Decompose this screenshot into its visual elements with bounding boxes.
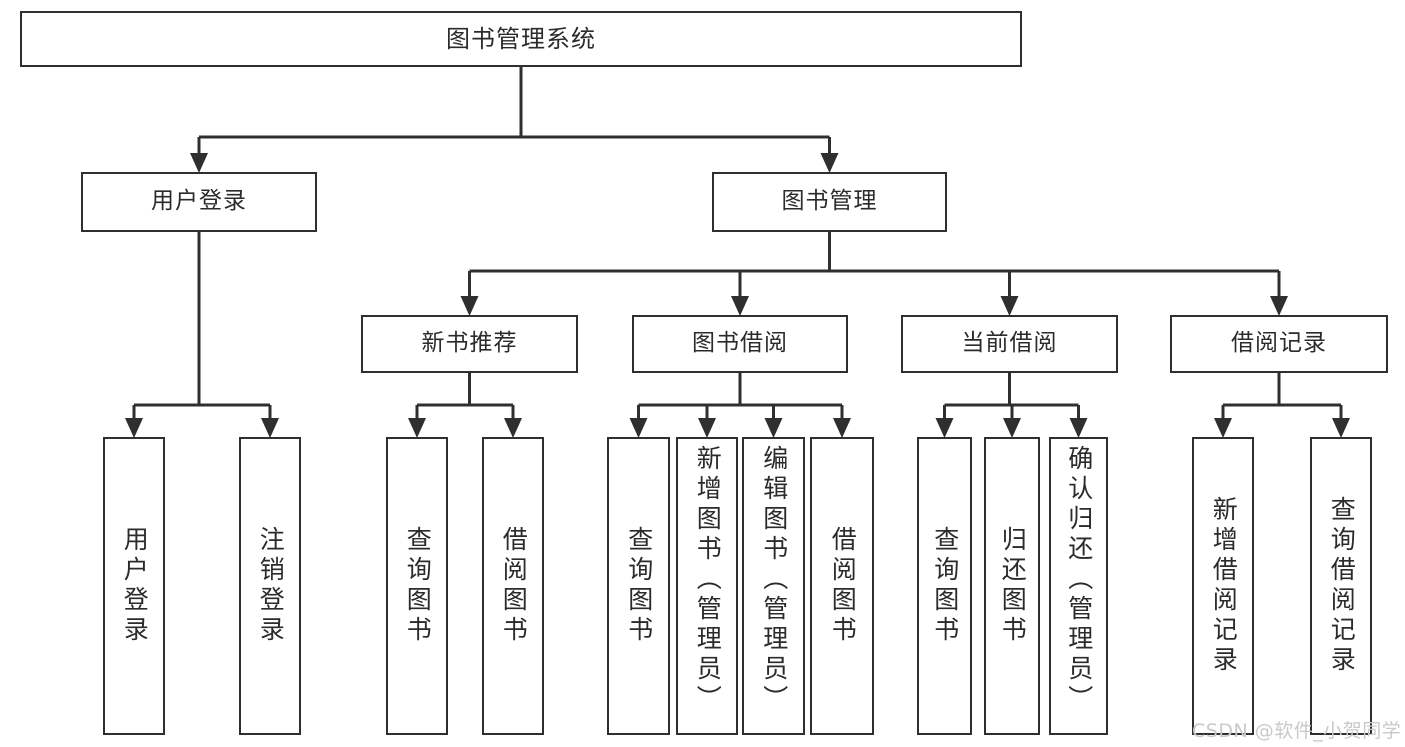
node-bookmgmt[interactable]: 图书管理 (712, 172, 947, 232)
node-label: 查询图书 (403, 526, 433, 646)
node-label: 图书管理 (781, 188, 878, 215)
node-label: 查询图书 (624, 526, 654, 646)
node-leaf-re-add[interactable]: 新增借阅记录 (1192, 437, 1254, 735)
connector-arrowhead (1270, 296, 1288, 316)
node-label: 图书借阅 (692, 330, 788, 357)
node-leaf-nb-borrow[interactable]: 借阅图书 (482, 437, 544, 735)
node-label: 注销登录 (256, 526, 286, 646)
connector-arrowhead (1003, 418, 1021, 438)
node-label: 用户登录 (120, 526, 150, 646)
connector-arrowhead (698, 418, 716, 438)
node-leaf-bo-add[interactable]: 新增图书（管理员） (676, 437, 738, 735)
connector-arrowhead (190, 153, 208, 173)
node-label: 用户登录 (151, 188, 247, 215)
node-label: 编辑图书（管理员） (759, 445, 789, 715)
node-leaf-bo-edit[interactable]: 编辑图书（管理员） (742, 437, 805, 735)
connector-arrowhead (125, 418, 143, 438)
node-leaf-nb-query[interactable]: 查询图书 (386, 437, 448, 735)
node-record[interactable]: 借阅记录 (1170, 315, 1388, 373)
node-label: 新增借阅记录 (1209, 496, 1239, 676)
node-label: 新书推荐 (421, 330, 518, 357)
connector-arrowhead (935, 418, 954, 438)
node-label: 图书管理系统 (446, 24, 596, 53)
node-leaf-bo-borrow[interactable]: 借阅图书 (810, 437, 874, 735)
node-current[interactable]: 当前借阅 (901, 315, 1118, 373)
node-leaf-cu-return[interactable]: 归还图书 (984, 437, 1040, 735)
node-leaf-re-query[interactable]: 查询借阅记录 (1310, 437, 1372, 735)
node-leaf-cu-confirm[interactable]: 确认归还（管理员） (1049, 437, 1108, 735)
connector-arrowhead (629, 418, 648, 438)
node-label: 查询图书 (930, 526, 960, 646)
node-borrow[interactable]: 图书借阅 (632, 315, 848, 373)
node-leaf-login[interactable]: 用户登录 (103, 437, 165, 735)
node-label: 借阅记录 (1231, 330, 1327, 357)
connector-arrowhead (261, 418, 279, 438)
connector-arrowhead (504, 418, 522, 438)
node-label: 确认归还（管理员） (1064, 445, 1094, 715)
node-label: 新增图书（管理员） (693, 445, 723, 715)
connector-arrowhead (764, 418, 783, 438)
connector-arrowhead (1214, 418, 1232, 438)
node-leaf-bo-query[interactable]: 查询图书 (607, 437, 670, 735)
connector-arrowhead (1000, 296, 1019, 316)
node-newbook[interactable]: 新书推荐 (361, 315, 578, 373)
connector-arrowhead (1069, 418, 1088, 438)
connector-arrowhead (833, 418, 851, 438)
node-label: 借阅图书 (499, 526, 529, 646)
node-label: 归还图书 (998, 526, 1028, 646)
node-root[interactable]: 图书管理系统 (20, 11, 1022, 67)
connector-arrowhead (820, 153, 839, 173)
node-leaf-cu-query[interactable]: 查询图书 (917, 437, 972, 735)
node-leaf-logout[interactable]: 注销登录 (239, 437, 301, 735)
connector-arrowhead (731, 296, 749, 316)
connector-arrowhead (1332, 418, 1350, 438)
node-label: 查询借阅记录 (1327, 496, 1357, 676)
node-label: 当前借阅 (961, 330, 1058, 357)
node-login[interactable]: 用户登录 (81, 172, 317, 232)
connector-arrowhead (460, 296, 479, 316)
node-label: 借阅图书 (828, 526, 858, 646)
connector-arrowhead (408, 418, 426, 438)
